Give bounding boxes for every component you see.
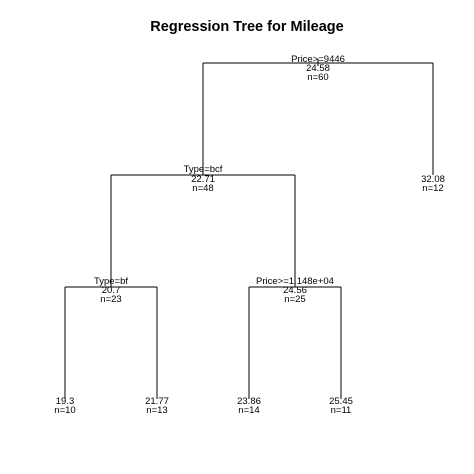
node-type-bcf: Type=bcf 22.71 n=48 <box>184 164 223 194</box>
chart-title: Regression Tree for Mileage <box>150 19 343 35</box>
node-price-split: Price>=1.148e+04 24.56 n=25 <box>256 276 334 305</box>
leaf-value: 25.45 <box>329 396 353 407</box>
leaf-count: n=11 <box>331 405 352 416</box>
node-count: n=25 <box>284 294 305 305</box>
split-label: Price>=9446 <box>291 54 345 65</box>
leaf-4: 25.45 n=11 <box>329 396 353 416</box>
leaf-count: n=12 <box>422 183 443 194</box>
split-label: Type=bf <box>94 276 128 287</box>
leaf-value: 32.08 <box>421 174 445 185</box>
node-count: n=48 <box>192 183 213 194</box>
leaf-count: n=10 <box>54 405 75 416</box>
leaf-1: 19.3 n=10 <box>54 396 75 416</box>
node-count: n=23 <box>100 294 121 305</box>
leaf-count: n=13 <box>146 405 167 416</box>
leaf-value: 21.77 <box>145 396 169 407</box>
node-value: 24.58 <box>306 63 330 74</box>
leaf-right-top: 32.08 n=12 <box>421 174 445 194</box>
leaf-count: n=14 <box>238 405 259 416</box>
node-type-bf: Type=bf 20.7 n=23 <box>94 276 128 305</box>
leaf-value: 19.3 <box>56 396 75 407</box>
node-value: 22.71 <box>191 174 215 185</box>
leaf-value: 23.86 <box>237 396 261 407</box>
node-count: n=60 <box>307 72 328 83</box>
node-root: Price>=9446 24.58 n=60 <box>291 54 345 83</box>
leaf-2: 21.77 n=13 <box>145 396 169 416</box>
split-label: Type=bcf <box>184 164 223 175</box>
tree-edges <box>64 59 434 399</box>
split-label: Price>=1.148e+04 <box>256 276 334 287</box>
node-value: 20.7 <box>102 285 121 296</box>
node-value: 24.56 <box>283 285 307 296</box>
leaf-3: 23.86 n=14 <box>237 396 261 416</box>
